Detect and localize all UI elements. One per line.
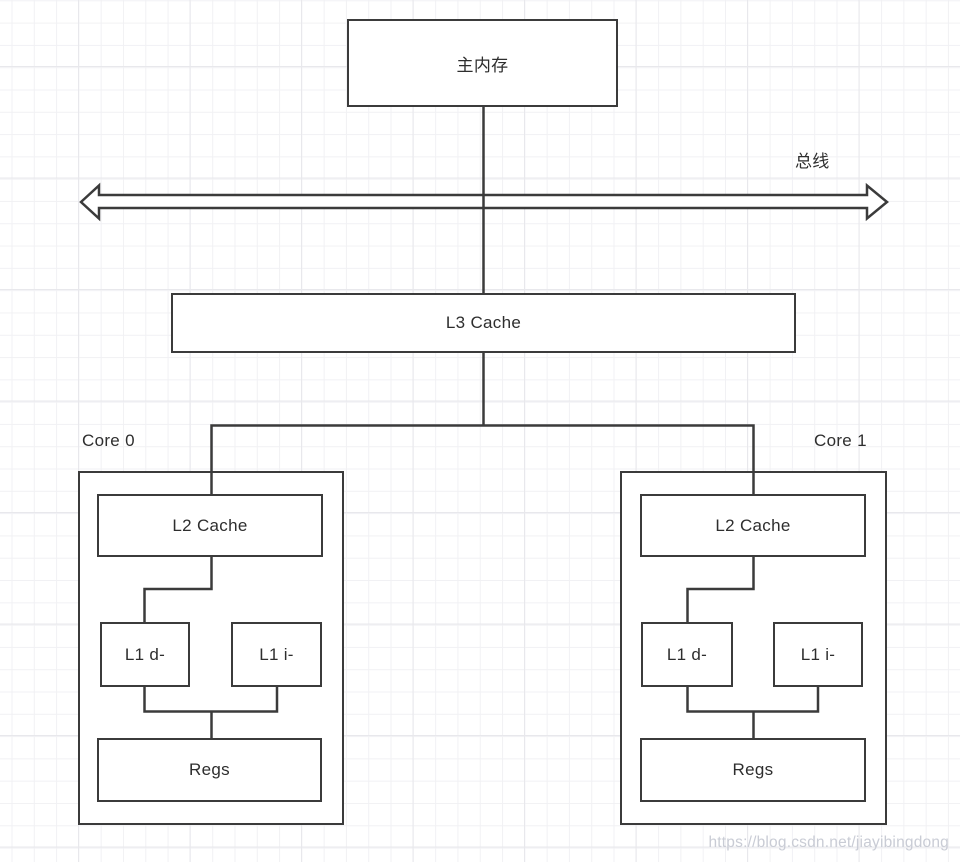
core1-registers-box: Regs: [640, 738, 866, 802]
core0-registers-box: Regs: [97, 738, 322, 802]
core0-label: Core 0: [82, 431, 135, 450]
core0-l2-cache-box: L2 Cache: [97, 494, 323, 557]
core1-l2-cache-box: L2 Cache: [640, 494, 866, 557]
core1-label: Core 1: [814, 431, 867, 450]
l3-cache-box: L3 Cache: [171, 293, 796, 353]
bus-double-arrow: [79, 182, 889, 222]
bus-label: 总线: [795, 152, 830, 171]
core0-l1-data-box: L1 d-: [100, 622, 190, 687]
core1-l1-instruction-box: L1 i-: [773, 622, 863, 687]
main-memory-box: 主内存: [347, 19, 618, 107]
core1-l1-data-box: L1 d-: [641, 622, 733, 687]
csdn-watermark: https://blog.csdn.net/jiayibingdong: [708, 834, 949, 851]
core0-l1-instruction-box: L1 i-: [231, 622, 322, 687]
